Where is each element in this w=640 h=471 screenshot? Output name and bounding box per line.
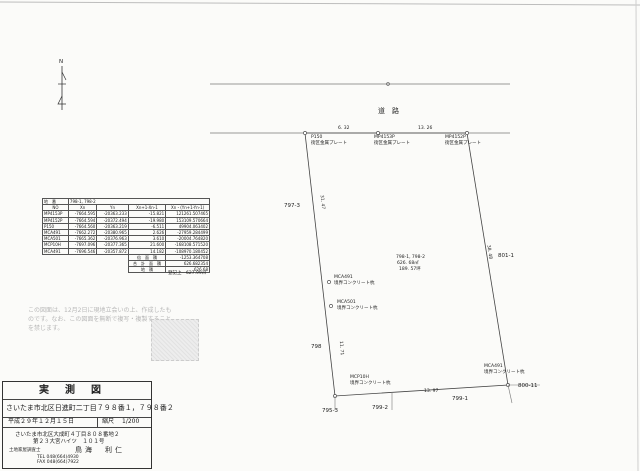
surveyor-name: 鳥海 利仁 [75,446,125,454]
neighbor-right: 801-1 [498,253,514,259]
north-label: N [59,59,64,65]
point-mcp10h-name: MCP10H [350,375,369,380]
seal-stamp-icon [151,319,199,361]
dim-left-side: 31. 47 [318,194,326,210]
neighbor-bottom-center: 799-1 [452,396,468,402]
neighbor-divider-bottom-right [507,384,513,404]
dim-top-right: 13. 26 [418,126,433,131]
neighbor-bottom-right: 800-11 [518,383,538,389]
point-mca491-name: MCA491 [334,275,353,280]
point-p150-name: P150 [311,135,323,140]
point-mca501-mark [329,304,333,308]
scale-box: 縮尺 1/200 [97,417,152,427]
neighbor-left-bottom: 798 [311,344,322,350]
survey-date: 平成２９年１２月１５日 [8,418,75,425]
road-label: 道 路 [378,107,399,115]
point-mca491b-name: MCA491 [484,364,503,369]
address-row: さいたま市北区日進町二丁目７９８番１，７９８番２ [3,399,174,418]
parcel-area-tsubo: 189. 57坪 [399,267,421,272]
neighbor-top-left: 797-3 [284,203,300,209]
neighbor-bottom-middle: 799-2 [372,405,388,411]
parcel-number: 798-1, 798-2 [396,255,426,260]
point-mca501-desc: 境界コンクリート杭 [337,306,378,311]
point-mca501-name: MCA501 [337,300,356,305]
neighbor-bottom-left: 795-3 [322,408,338,414]
sheet-top-edge [0,1,640,6]
coordinate-table: 地 番 798-1, 798-2 NO Xn Yn Xn+1-Xn-1 Xn・(… [42,197,211,274]
registered-area: 登記上 627.99㎡ [168,271,207,276]
coord-table-total-label: 合 計 面 積 [127,259,167,268]
point-p150-desc: 街区金属プレート [311,141,347,146]
sheet-right-edge [635,0,639,471]
document-title: 実 測 図 [39,385,104,396]
surveyor-address-line1: さいたま市北区大成町４丁目８０８番地２ [15,432,120,438]
dim-right-side: 38. 48 [485,244,493,260]
point-mp4153p-mark [376,131,380,135]
scale-value: 1/200 [122,418,140,425]
point-mca491-desc: 境界コンクリート杭 [334,281,375,286]
surveyor-tel: TEL 048(664)4930 [37,455,79,460]
coord-table-land-label: 地 積 [127,266,167,274]
note-text: この図面は、12月2日に現地立会いの上、作成したものです。なお、この図面を無断で… [28,307,172,332]
property-address: さいたま市北区日進町二丁目７９８番１，７９８番２ [6,404,174,412]
dim-left-lower: 11. 71 [337,340,344,356]
north-arrow-icon [57,66,67,110]
dim-top-left: 6. 32 [338,126,350,131]
scale-label: 縮尺 [102,418,115,425]
coord-table-header-row: NO Xn Yn Xn+1-Xn-1 Xn・(Yn+1-Yn-1) [42,204,210,212]
date-row: 平成２９年１２月１５日 [3,417,151,428]
coord-table-header: Xn・(Yn+1-Yn-1) [165,204,210,212]
dim-bottom: 13. 97 [424,389,439,394]
surveyor-address-line2: 第２３大宮ハイツ １０１号 [33,439,105,445]
road-point-mark [386,82,390,86]
surveyor-fax: FAX 048(664)7922 [37,460,79,465]
coord-table-land-value: 626.68 [165,266,210,274]
point-mp4153p-name: MP4153P [374,135,395,140]
table-row: MCA491 -7696.546 -20357.872 14.182 -1089… [42,247,210,255]
parcel-area-sqm: 626. 68㎡ [397,261,419,266]
point-p150-mark [303,131,307,135]
title-row: 実 測 図 [3,382,151,400]
point-mp4153p-desc: 街区金属プレート [374,141,410,146]
point-mca491-mark [327,280,331,284]
coord-table-land-row: 地 積 626.68 [43,266,210,274]
surveyor-title: 土地家屋調査士 [9,448,41,453]
point-mp4152p-desc: 街区金属プレート [445,141,481,146]
point-mp4152p-mark [465,131,469,135]
point-mp4152p-name: MP4152P [445,135,466,140]
title-block: 実 測 図 さいたま市北区日進町二丁目７９８番１，７９８番２ 平成２９年１２月１… [2,381,174,469]
point-mcp10h-desc: 境界コンクリート杭 [350,381,391,386]
point-mca491b-desc: 境界コンクリート杭 [484,370,525,375]
table-cell: -20357.872 [96,247,129,255]
